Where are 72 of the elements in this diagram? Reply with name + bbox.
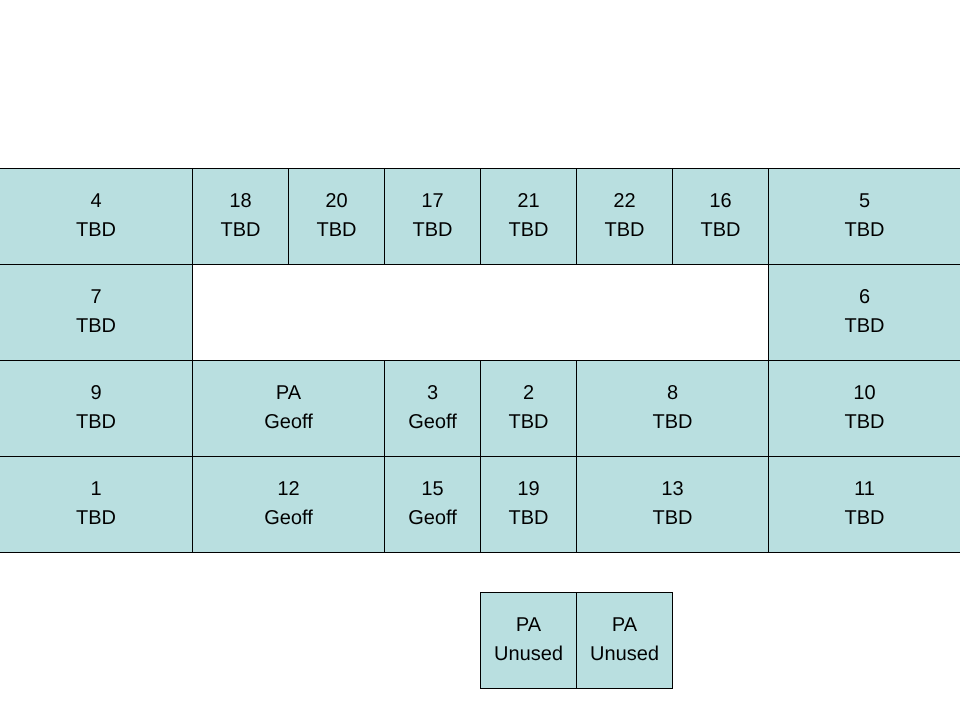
seat-cell: [0, 264, 193, 361]
occupant-name: Geoff: [264, 410, 313, 434]
seat-cell: [0, 360, 193, 457]
occupant-name: TBD: [76, 314, 116, 338]
seat-cell: [288, 168, 385, 265]
seat-cell: [576, 168, 673, 265]
seat-number: PA: [612, 612, 638, 638]
seat-number: 9: [90, 380, 102, 406]
seat-number: 20: [325, 188, 348, 214]
seat-number: 7: [90, 284, 102, 310]
seat-number: 11: [854, 476, 875, 502]
seat-cell: [480, 456, 577, 553]
occupant-name: TBD: [316, 218, 356, 242]
seat-cell: [480, 360, 577, 457]
occupant-name: TBD: [844, 314, 884, 338]
seat-number: 19: [517, 476, 540, 502]
occupant-name: TBD: [508, 506, 548, 530]
seat-cell: [0, 168, 193, 265]
occupant-name: Geoff: [264, 506, 313, 530]
occupant-name: Unused: [590, 642, 659, 666]
seat-number: 15: [421, 476, 444, 502]
occupant-name: TBD: [412, 218, 452, 242]
seat-cell: [672, 168, 769, 265]
seat-number: 17: [421, 188, 444, 214]
seat-number: 5: [858, 188, 870, 214]
occupant-name: Geoff: [408, 410, 457, 434]
occupant-name: TBD: [508, 218, 548, 242]
occupant-name: TBD: [604, 218, 644, 242]
occupant-name: TBD: [220, 218, 260, 242]
occupant-name: Geoff: [408, 506, 457, 530]
seat-number: 8: [666, 380, 678, 406]
seat-cell: [192, 168, 289, 265]
seat-cell: [576, 592, 673, 689]
occupant-name: TBD: [844, 218, 884, 242]
seat-number: 18: [229, 188, 252, 214]
seat-cell: [576, 456, 769, 553]
seat-number: 13: [661, 476, 684, 502]
occupant-name: TBD: [844, 410, 884, 434]
seat-cell: [768, 168, 960, 265]
seat-number: 10: [853, 380, 876, 406]
seat-number: PA: [276, 380, 302, 406]
seat-number: PA: [516, 612, 542, 638]
occupant-name: TBD: [652, 410, 692, 434]
seat-number: 16: [709, 188, 732, 214]
seat-number: 6: [858, 284, 870, 310]
seat-cell: [768, 456, 960, 553]
seat-number: 12: [277, 476, 300, 502]
seat-cell: [192, 360, 385, 457]
occupant-name: TBD: [508, 410, 548, 434]
seat-number: 21: [517, 188, 540, 214]
seat-cell: [576, 360, 769, 457]
seat-number: 4: [90, 188, 102, 214]
seat-cell: [480, 592, 577, 689]
seat-number: 1: [90, 476, 102, 502]
seat-cell: [768, 264, 960, 361]
occupant-name: Unused: [494, 642, 563, 666]
occupant-name: TBD: [76, 506, 116, 530]
occupant-name: TBD: [76, 218, 116, 242]
seat-cell: [0, 456, 193, 553]
seat-cell: [384, 456, 481, 553]
seat-cell: [384, 168, 481, 265]
seat-cell: [192, 456, 385, 553]
occupant-name: TBD: [76, 410, 116, 434]
seat-cell: [384, 360, 481, 457]
occupant-name: TBD: [652, 506, 692, 530]
seat-number: 2: [522, 380, 534, 406]
occupant-name: TBD: [700, 218, 740, 242]
seat-cell: [768, 360, 960, 457]
occupant-name: TBD: [844, 506, 884, 530]
seat-cell: [480, 168, 577, 265]
seat-number: 3: [426, 380, 438, 406]
seat-number: 22: [613, 188, 636, 214]
